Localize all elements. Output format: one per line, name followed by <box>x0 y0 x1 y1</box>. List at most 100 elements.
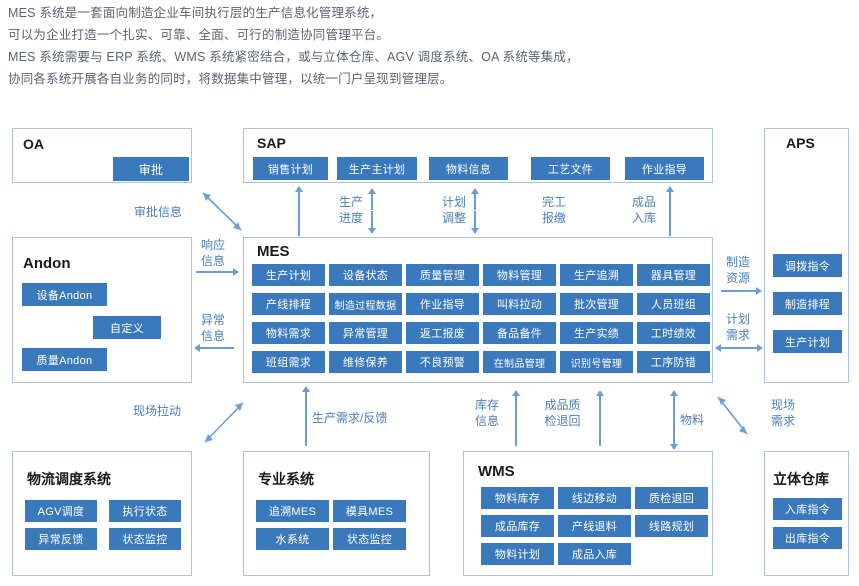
mes-button-team-demand[interactable]: 班组需求 <box>252 351 325 373</box>
qc-return-head <box>596 390 604 396</box>
sap-box-title: SAP <box>257 135 286 151</box>
mfg-resource-arrow-head <box>756 287 762 295</box>
plan-adjust-up-line <box>474 192 476 210</box>
professional-button-water-system[interactable]: 水系统 <box>256 528 329 550</box>
aps-button-production-plan[interactable]: 生产计划 <box>773 330 842 353</box>
wms-button-route-planning[interactable]: 线路规划 <box>635 515 708 537</box>
wms-button-line-return[interactable]: 产线退料 <box>558 515 631 537</box>
wms-button-material-plan[interactable]: 物料计划 <box>481 543 554 565</box>
mes-button-labor-performance[interactable]: 工时绩效 <box>637 322 710 344</box>
label-exception-info-line1: 异常 <box>200 313 225 327</box>
label-mfg-resource-line1: 制造 <box>725 255 750 269</box>
mes-button-material-demand[interactable]: 物料需求 <box>252 322 325 344</box>
label-plan-demand-line2: 需求 <box>725 328 750 342</box>
mes-button-wip-management[interactable]: 在制品管理 <box>483 351 556 373</box>
sap-box[interactable]: SAP 销售计划 生产主计划 物料信息 工艺文件 作业指导 <box>243 128 713 183</box>
label-plan-adjust-line1: 计划 <box>441 195 466 209</box>
mes-button-quality-management[interactable]: 质量管理 <box>406 264 479 286</box>
mes-button-production-results[interactable]: 生产实绩 <box>560 322 633 344</box>
warehouse-wms-diagonal-arrow <box>717 396 748 435</box>
sap-button-master-production-plan[interactable]: 生产主计划 <box>337 157 417 180</box>
mes-button-defect-alert[interactable]: 不良预警 <box>406 351 479 373</box>
mes-button-process-mistakeproof[interactable]: 工序防错 <box>637 351 710 373</box>
plan-demand-arrow-line <box>719 347 759 349</box>
production-progress-up-line <box>371 192 373 210</box>
stock-info-head <box>512 390 520 396</box>
mes-button-line-scheduling[interactable]: 产线排程 <box>252 293 325 315</box>
professional-button-mold-mes[interactable]: 模具MES <box>333 500 406 522</box>
andon-box[interactable]: Andon 设备Andon 自定义 质量Andon <box>12 237 192 383</box>
sap-button-process-document[interactable]: 工艺文件 <box>531 157 610 180</box>
finished-inbound-line <box>669 190 671 236</box>
mes-button-exception-management[interactable]: 异常管理 <box>329 322 402 344</box>
mes-button-material-management[interactable]: 物料管理 <box>483 264 556 286</box>
logistics-dispatch-box[interactable]: 物流调度系统 AGV调度 执行状态 异常反馈 状态监控 <box>12 451 192 576</box>
mes-box[interactable]: MES 生产计划 设备状态 质量管理 物料管理 生产追溯 器具管理 产线排程 制… <box>243 237 713 383</box>
mes-button-process-data[interactable]: 制造过程数据 <box>329 293 402 315</box>
label-finish-report-line2: 报缴 <box>541 211 566 225</box>
label-production-progress-line1: 生产 <box>338 195 363 209</box>
andon-button-custom[interactable]: 自定义 <box>93 316 161 339</box>
response-info-arrow-line <box>196 271 234 273</box>
intro-paragraph: MES 系统是一套面向制造企业车间执行层的生产信息化管理系统， 可以为企业打造一… <box>8 2 853 90</box>
professional-system-box[interactable]: 专业系统 追溯MES 模具MES 水系统 状态监控 <box>243 451 430 576</box>
professional-box-title: 专业系统 <box>258 471 314 487</box>
wms-button-qc-return[interactable]: 质检退回 <box>635 487 708 509</box>
mes-button-production-plan[interactable]: 生产计划 <box>252 264 325 286</box>
wms-box[interactable]: WMS 物料库存 线边移动 质检退回 成品库存 产线退料 线路规划 物料计划 成… <box>463 451 713 576</box>
plan-demand-arrow-head-right <box>757 344 763 352</box>
oa-mes-diagonal-arrow <box>202 192 242 231</box>
aps-box[interactable]: APS 调拨指令 制造排程 生产计划 <box>764 128 849 383</box>
intro-line-3: MES 系统需要与 ERP 系统、WMS 系统紧密结合，或与立体仓库、AGV 调… <box>8 50 579 64</box>
wms-button-material-stock[interactable]: 物料库存 <box>481 487 554 509</box>
intro-line-2: 可以为企业打造一个扎实、可靠、全面、可行的制造协同管理平台。 <box>8 28 390 42</box>
sap-mes-line-1 <box>298 190 300 236</box>
mes-button-production-tracing[interactable]: 生产追溯 <box>560 264 633 286</box>
sap-button-sales-plan[interactable]: 销售计划 <box>253 157 328 180</box>
label-response-info-line2: 信息 <box>200 254 225 268</box>
mfg-resource-arrow-line <box>721 290 757 292</box>
sap-button-work-instruction[interactable]: 作业指导 <box>625 157 704 180</box>
oa-button-approval[interactable]: 审批 <box>113 157 189 181</box>
plan-demand-arrow-head-left <box>715 344 721 352</box>
mes-button-equipment-status[interactable]: 设备状态 <box>329 264 402 286</box>
production-progress-down-line <box>371 211 373 229</box>
andon-button-quality-andon[interactable]: 质量Andon <box>22 348 107 371</box>
warehouse-button-inbound-order[interactable]: 入库指令 <box>773 498 842 520</box>
logistics-button-exec-status[interactable]: 执行状态 <box>109 500 181 522</box>
logistics-box-title: 物流调度系统 <box>27 471 111 487</box>
stereoscopic-warehouse-box[interactable]: 立体仓库 入库指令 出库指令 <box>764 451 849 576</box>
mes-button-maintenance[interactable]: 维修保养 <box>329 351 402 373</box>
warehouse-button-outbound-order[interactable]: 出库指令 <box>773 527 842 549</box>
label-prod-demand-feedback: 生产需求/反馈 <box>312 411 388 425</box>
mes-button-work-instruction[interactable]: 作业指导 <box>406 293 479 315</box>
logistics-button-exception-feedback[interactable]: 异常反馈 <box>25 528 97 550</box>
exception-info-arrow-line <box>196 347 234 349</box>
aps-button-manufacturing-schedule[interactable]: 制造排程 <box>773 292 842 315</box>
andon-button-equipment-andon[interactable]: 设备Andon <box>22 283 107 306</box>
sap-mes-arrowhead-1 <box>295 186 303 192</box>
oa-box[interactable]: OA 审批 <box>12 128 192 183</box>
professional-button-tracing-mes[interactable]: 追溯MES <box>256 500 329 522</box>
mes-button-spare-parts[interactable]: 备品备件 <box>483 322 556 344</box>
logistics-button-status-monitor[interactable]: 状态监控 <box>109 528 181 550</box>
aps-button-transfer-order[interactable]: 调拨指令 <box>773 254 842 277</box>
oa-box-title: OA <box>23 136 44 152</box>
label-finished-inbound-line2: 入库 <box>631 211 656 225</box>
mes-button-material-call[interactable]: 叫料拉动 <box>483 293 556 315</box>
wms-button-line-side-move[interactable]: 线边移动 <box>558 487 631 509</box>
logistics-button-agv-dispatch[interactable]: AGV调度 <box>25 500 97 522</box>
sap-button-material-info[interactable]: 物料信息 <box>429 157 508 180</box>
mes-button-personnel-team[interactable]: 人员班组 <box>637 293 710 315</box>
wms-button-finished-stock[interactable]: 成品库存 <box>481 515 554 537</box>
label-site-demand-line2: 需求 <box>770 414 795 428</box>
prod-demand-feedback-line <box>305 390 307 446</box>
mes-button-tooling-management[interactable]: 器具管理 <box>637 264 710 286</box>
professional-button-status-monitor[interactable]: 状态监控 <box>333 528 406 550</box>
mes-button-rework-scrap[interactable]: 返工报废 <box>406 322 479 344</box>
label-exception-info-line2: 信息 <box>200 329 225 343</box>
wms-button-finished-inbound[interactable]: 成品入库 <box>558 543 631 565</box>
mes-button-batch-management[interactable]: 批次管理 <box>560 293 633 315</box>
mes-button-identifier-management[interactable]: 识别号管理 <box>560 351 633 373</box>
